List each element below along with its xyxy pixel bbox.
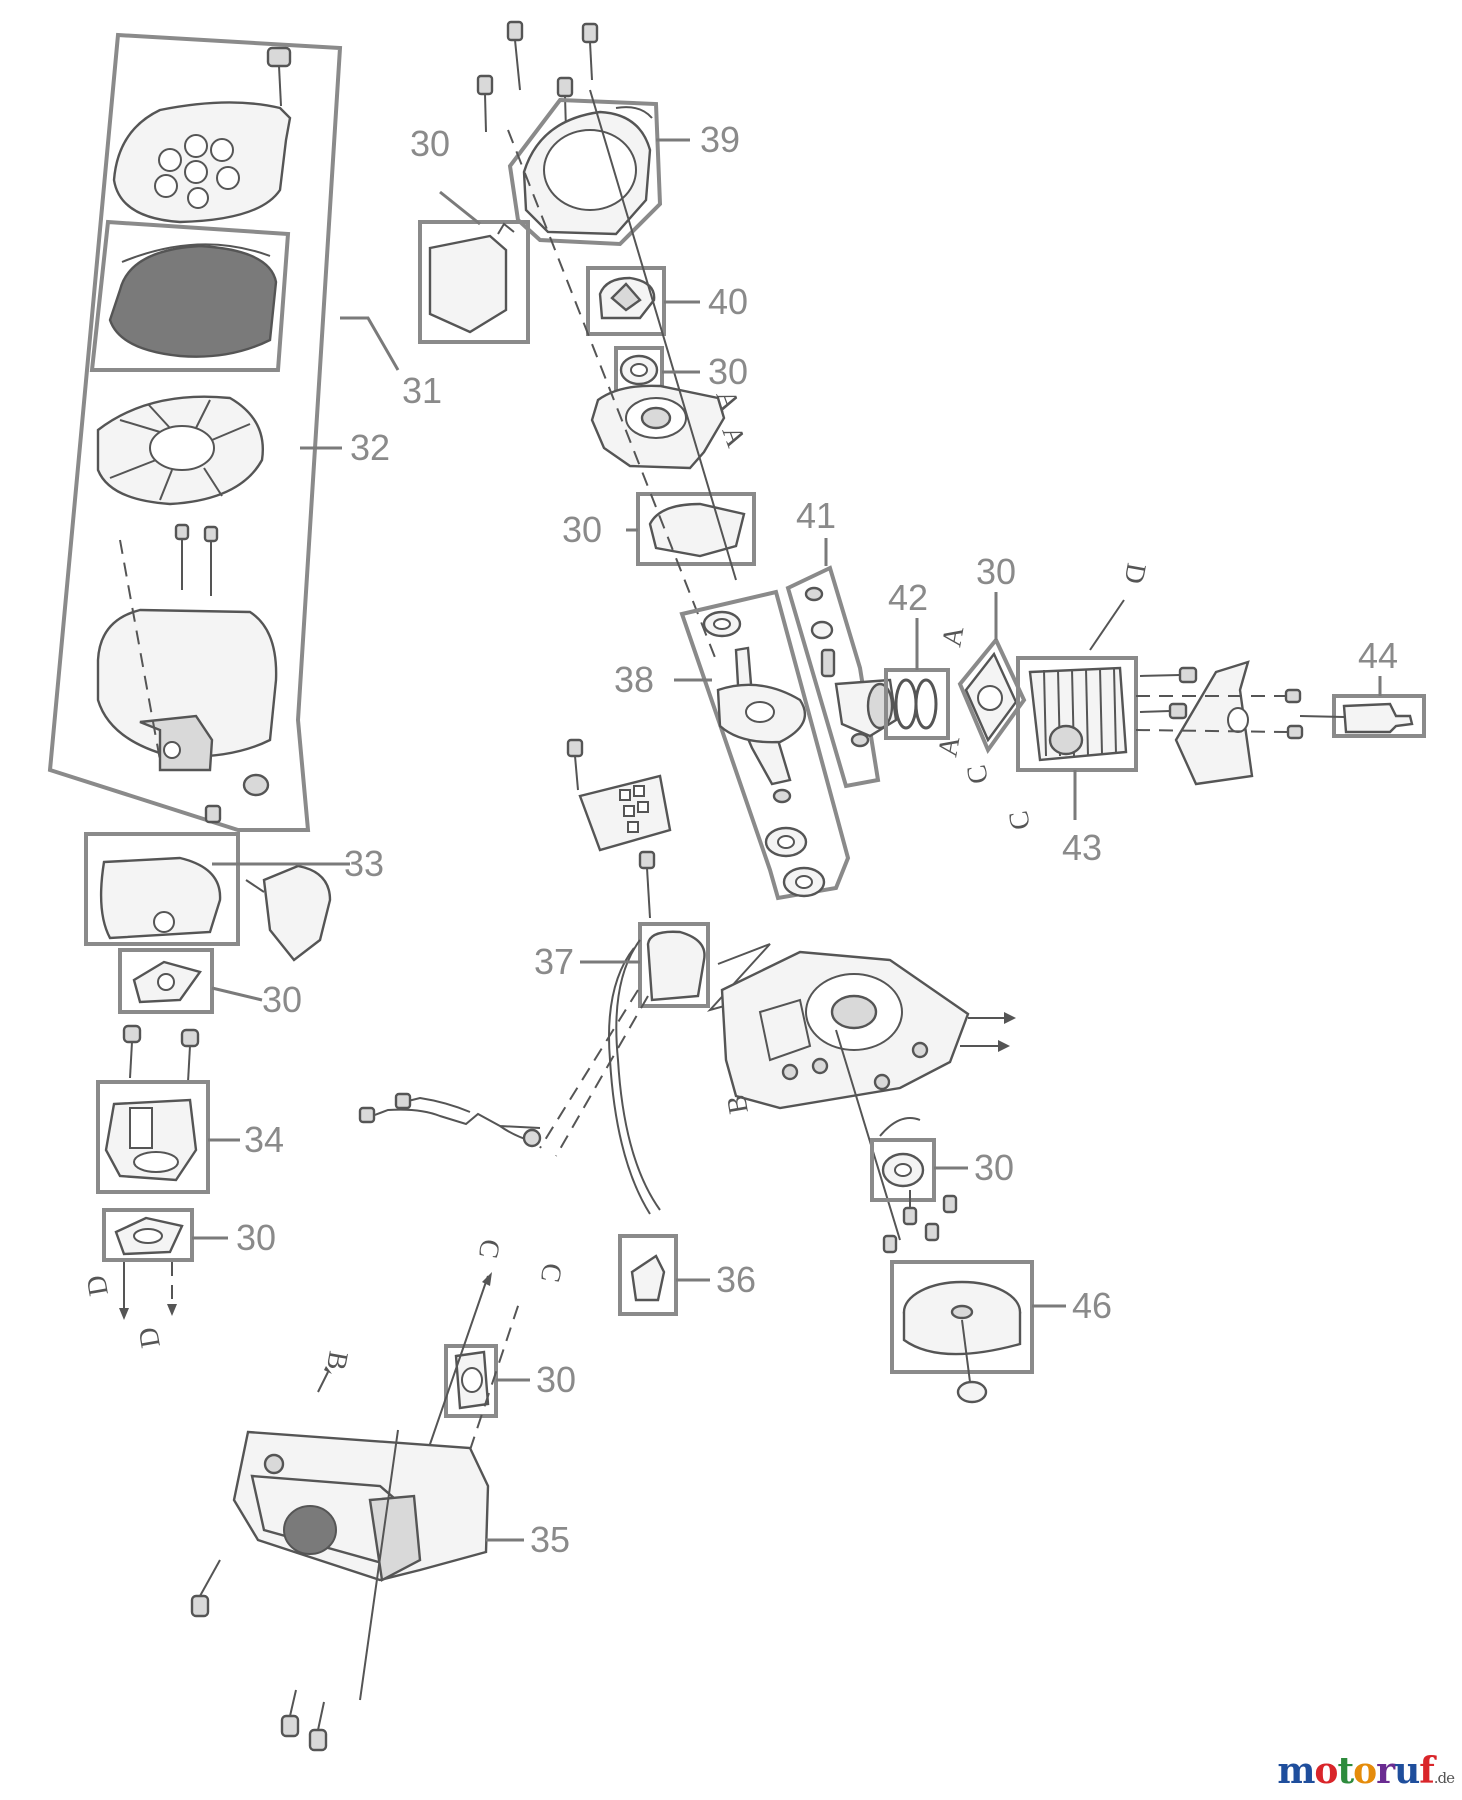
piston-rings-box [884,668,950,740]
part-number-label: 37 [534,941,574,982]
watermark-letter: f [1419,1750,1434,1792]
choke-plate [578,774,672,852]
crankcase-lower [720,950,1016,1241]
part-number-label: 31 [402,370,442,411]
watermark-letter: u [1394,1750,1420,1792]
part-number-label: 46 [1072,1285,1112,1326]
part-number-label: 36 [716,1259,756,1300]
muffler [232,1430,490,1582]
part-number-label: 30 [536,1359,576,1400]
exhaust-arrows [317,1272,521,1451]
watermark-letter: o [1353,1750,1377,1792]
manifold-screws [122,1024,200,1083]
flywheel-box [890,1260,1034,1404]
spark-plug-cap-box [618,1234,678,1316]
recoil-starter-box [507,97,663,247]
part-number-label: 30 [262,979,302,1020]
watermark-letter: t [1337,1750,1354,1792]
ignition-screws [566,738,656,919]
crankcase-half-top [590,384,726,470]
cylinder-gasket-box [957,636,1027,755]
ignition-wire [358,939,661,1215]
cylinder-box [1016,656,1138,772]
part-number-label: 41 [796,495,836,536]
part-number-label: 30 [562,509,602,550]
part-number-label: 33 [344,843,384,884]
connection-marker: B [721,1092,755,1116]
connection-marker: A [932,733,966,759]
connection-marker: D [1118,561,1152,586]
connection-marker: A [936,623,970,649]
crankshaft [702,610,826,898]
carburetor-gasket-box [118,948,214,1014]
connection-marker: C [961,762,995,786]
d-marker-arrow [1089,599,1125,651]
air-filter-assembly-frame [47,32,343,832]
part-number-label: 39 [700,119,740,160]
part-number-label: 34 [244,1119,284,1160]
part-number-label: 30 [236,1217,276,1258]
connection-marker: C [472,1237,506,1261]
spark-plug-box [1299,694,1426,738]
watermark-tld: .de [1433,1769,1455,1787]
part-number-label: 30 [974,1147,1014,1188]
part-number-label: 43 [1062,827,1102,868]
starter-axis-right [589,89,737,581]
watermark-name: motoruf [1277,1750,1434,1792]
connection-marker: D [133,1325,167,1350]
crankshaft-frame [679,589,851,901]
air-filter-cover [112,46,292,224]
part-number-label: 30 [410,123,450,164]
air-filter-screws [174,523,219,596]
part-number-label: 35 [530,1519,570,1560]
part-number-label: 38 [614,659,654,700]
piston-pin-frame [785,565,881,789]
starter-bearing-box [614,346,664,394]
connection-marker: C [1003,808,1037,832]
connection-marker: A [715,422,751,452]
watermark-letter: r [1376,1750,1395,1792]
crankcase-seal-box [870,1117,936,1202]
exhaust-gasket-box [444,1344,498,1418]
part-number-label: 40 [708,281,748,322]
motoruf-watermark: motoruf.de [1277,1750,1455,1792]
part-number-label: 44 [1358,635,1398,676]
part-number-label: 32 [350,427,390,468]
leader-lines [192,138,1382,1542]
cylinder-screws [1139,666,1198,720]
intake-manifold-box [96,1080,210,1194]
connection-marker: B [320,1349,354,1373]
ignition-coil-box [638,922,710,1008]
air-filter-element-box [89,219,291,372]
starter-screws [476,20,599,133]
muffler-bolts [190,1429,399,1752]
part-number-label: 30 [708,351,748,392]
connection-marker: D [81,1273,115,1298]
air-filter-holder [96,395,264,506]
flywheel-screws [882,1190,958,1254]
part-number-label: 30 [976,551,1016,592]
manifold-gasket-box [102,1208,194,1262]
watermark-letter: m [1277,1750,1315,1792]
watermark-letter: o [1314,1750,1338,1792]
muffler-cover-box [418,220,530,344]
cylinder-shroud [1135,660,1304,786]
lower-left-arrows [119,1262,177,1320]
carburetor-box [84,832,332,962]
air-filter-base [96,539,278,824]
starter-axis-left [507,129,717,661]
part-number-label: 42 [888,577,928,618]
connection-marker: C [534,1261,568,1285]
